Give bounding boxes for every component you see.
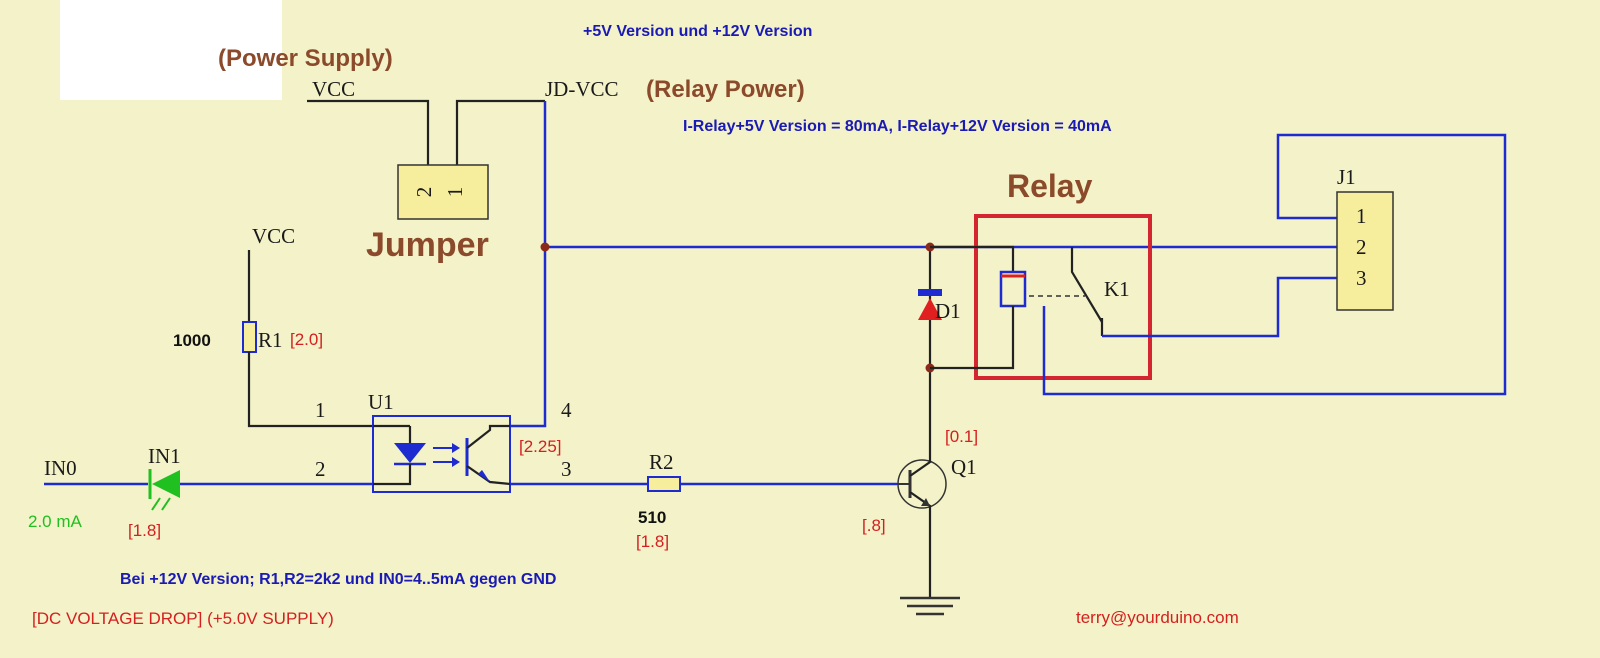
wire-r1-to-u1 — [247, 352, 373, 428]
wire-relay-no-loop — [1042, 133, 1507, 396]
led-in1-icon — [148, 469, 180, 511]
j1-pin3: 3 — [1356, 266, 1367, 290]
net-vcc-top: VCC — [312, 77, 355, 101]
title: +5V Version und +12V Version — [583, 23, 812, 40]
wire-coil-top — [930, 245, 1015, 272]
relay-contact — [1070, 247, 1103, 323]
r1-body — [242, 321, 257, 353]
white-patch — [60, 0, 282, 100]
wire-vcc-to-jumper — [307, 99, 430, 165]
k1-ref: K1 — [1104, 277, 1130, 301]
q1-transistor-icon — [897, 370, 947, 598]
relay-current-note: I-Relay+5V Version = 80mA, I-Relay+12V V… — [683, 118, 1112, 135]
q1-drop-base: [.8] — [862, 516, 886, 535]
j1-body — [1336, 191, 1394, 311]
u1-led-icon — [373, 424, 460, 486]
net-vcc-r1: VCC — [252, 224, 295, 248]
wire-coil-bottom — [930, 306, 1015, 370]
led-current: 2.0 mA — [28, 512, 83, 531]
power-supply-label: (Power Supply) — [218, 45, 393, 72]
r2-ref: R2 — [649, 450, 674, 474]
dc-drop-note: [DC VOLTAGE DROP] (+5.0V SUPPLY) — [32, 609, 334, 628]
r1-ref: R1 — [258, 328, 283, 352]
relay-label: Relay — [1007, 168, 1093, 204]
junction-jdvcc — [540, 242, 550, 252]
ground-icon — [900, 596, 960, 616]
u1-drop: [2.25] — [519, 437, 562, 456]
r2-value: 510 — [638, 508, 666, 527]
r2-body — [647, 476, 681, 492]
led-ref: IN1 — [148, 444, 181, 468]
j1-pin2: 2 — [1356, 235, 1367, 259]
note-12v: Bei +12V Version; R1,R2=2k2 und IN0=4..5… — [120, 571, 556, 588]
d1-ref: D1 — [935, 299, 961, 323]
wire-jdvcc-to-jumper — [455, 99, 545, 165]
u1-pin3: 3 — [561, 457, 572, 481]
diode-d1-icon — [918, 289, 942, 320]
relay-box — [974, 214, 1152, 380]
u1-pin1: 1 — [315, 398, 326, 422]
u1-body — [372, 415, 511, 493]
net-in0: IN0 — [44, 456, 77, 480]
jumper-label: Jumper — [366, 226, 489, 264]
relay-power-label: (Relay Power) — [646, 76, 805, 103]
j1-pin1: 1 — [1356, 204, 1367, 228]
jumper-pin-2: 2 — [412, 187, 436, 198]
jumper-body — [397, 164, 489, 220]
jumper-pin-1: 1 — [443, 187, 467, 198]
r1-value: 1000 — [173, 331, 211, 350]
r2-drop: [1.8] — [636, 532, 669, 551]
q1-drop-top: [0.1] — [945, 427, 978, 446]
u1-phototransistor-icon — [465, 424, 511, 486]
led-drop: [1.8] — [128, 521, 161, 540]
wire-relay-nc — [1102, 276, 1337, 338]
u1-pin2: 2 — [315, 457, 326, 481]
u1-ref: U1 — [368, 390, 394, 414]
wire-jdvcc-rail — [510, 101, 547, 428]
j1-ref: J1 — [1337, 165, 1356, 189]
u1-pin4: 4 — [561, 398, 572, 422]
net-jd-vcc: JD-VCC — [545, 77, 619, 101]
email: terry@yourduino.com — [1076, 608, 1239, 627]
q1-ref: Q1 — [951, 455, 977, 479]
r1-drop: [2.0] — [290, 330, 323, 349]
